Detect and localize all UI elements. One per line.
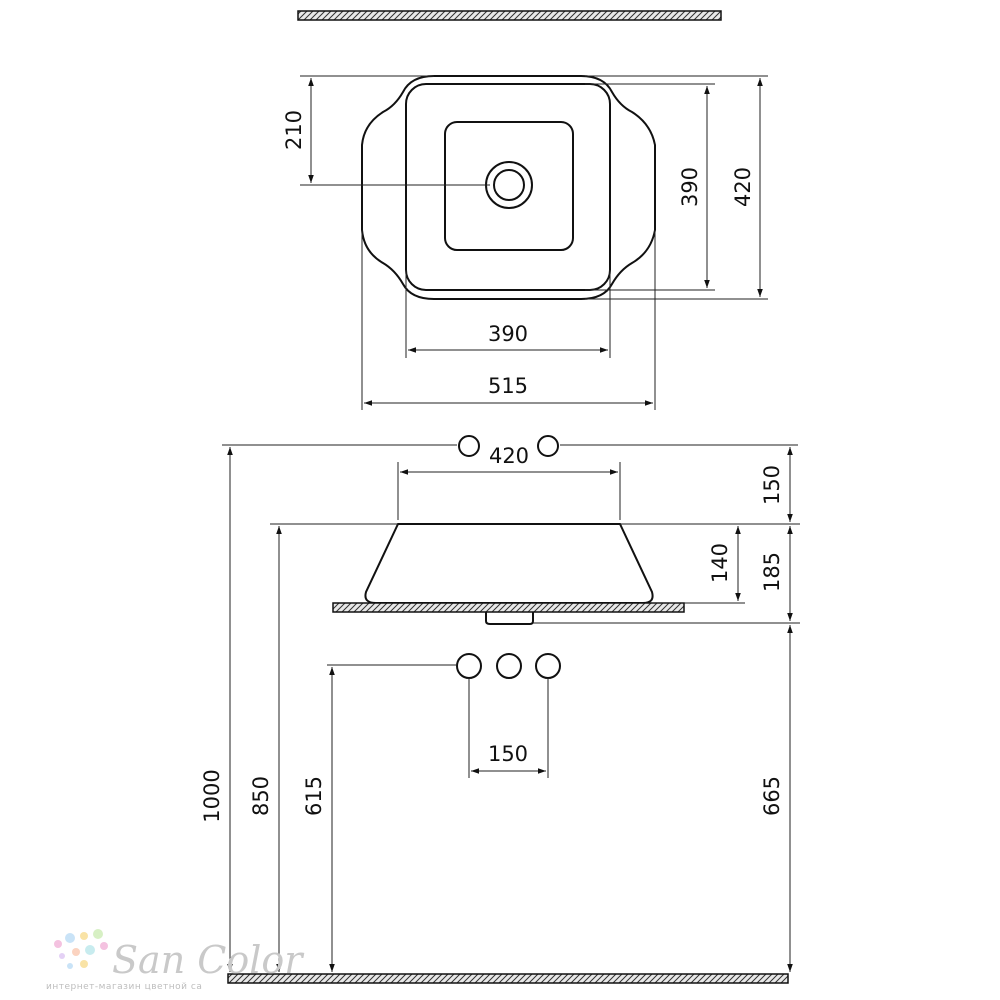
tap-circle-right <box>535 653 561 679</box>
dim-bowl-top-width: 420 <box>489 444 529 468</box>
watermark-logo: San Color интернет-магазин цветной са <box>46 929 305 992</box>
basin-side-profile <box>364 523 654 604</box>
basin-rim-inner <box>405 83 611 291</box>
logo-dot <box>59 953 65 959</box>
watermark-tagline: интернет-магазин цветной са <box>46 982 202 992</box>
drain-outer <box>485 161 533 209</box>
dim-supply-height: 615 <box>302 776 326 816</box>
dim-rim-height: 850 <box>249 776 273 816</box>
tap-circle-top-left <box>458 435 480 457</box>
basin-outline-outer <box>361 75 656 300</box>
dim-inner-width: 390 <box>488 322 528 346</box>
dim-tap-spacing: 150 <box>488 742 528 766</box>
top-shelf-slab <box>297 10 722 21</box>
logo-dot <box>93 929 103 939</box>
tap-circle-top-right <box>537 435 559 457</box>
basin-bowl <box>444 121 574 251</box>
dim-outer-width: 515 <box>488 374 528 398</box>
dim-total-height: 1000 <box>200 769 224 822</box>
tap-circle-middle <box>496 653 522 679</box>
logo-dot <box>65 933 75 943</box>
side-view: 420 150 140 185 150 1000 <box>200 435 800 984</box>
dim-counter-height: 665 <box>760 776 784 816</box>
dim-mixer-height: 150 <box>760 465 784 505</box>
countertop-slab <box>332 602 685 613</box>
logo-dot <box>100 942 108 950</box>
logo-dot <box>67 963 73 969</box>
top-view: 210 390 420 390 515 <box>282 10 768 410</box>
floor-slab <box>227 973 789 984</box>
logo-dot <box>85 945 95 955</box>
drain-inner <box>493 169 525 201</box>
dim-outer-depth: 420 <box>731 167 755 207</box>
watermark-brand: San Color <box>112 938 305 982</box>
logo-dots <box>54 929 108 969</box>
dim-bowl-depth: 140 <box>708 543 732 583</box>
dim-bowl-height: 185 <box>760 552 784 592</box>
logo-dot <box>54 940 62 948</box>
dim-drain-offset: 210 <box>282 110 306 150</box>
logo-dot <box>72 948 80 956</box>
drain-below-counter <box>485 612 534 625</box>
tap-circle-left <box>456 653 482 679</box>
dim-inner-depth: 390 <box>678 167 702 207</box>
logo-dot <box>80 932 88 940</box>
logo-dot <box>80 960 88 968</box>
